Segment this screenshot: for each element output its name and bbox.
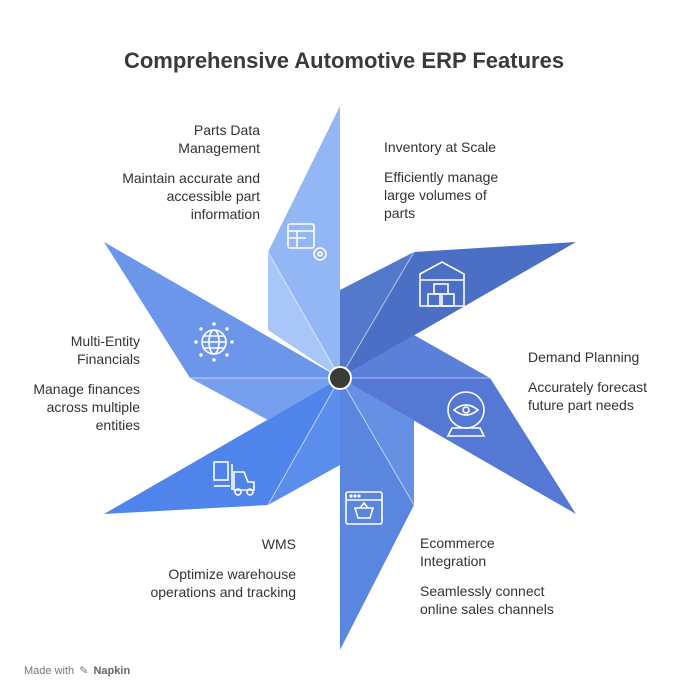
globe-icon — [194, 322, 234, 362]
feature-financials: Multi-Entity Financials Manage finances … — [20, 332, 140, 434]
feature-heading: Demand Planning — [528, 349, 640, 365]
forklift-icon — [213, 461, 255, 496]
blade-demand-fold — [340, 335, 490, 378]
feature-description: Efficiently manage large volumes of part… — [384, 169, 499, 221]
feature-description: Optimize warehouse operations and tracki… — [150, 566, 296, 600]
feature-heading: Ecommerce Integration — [420, 535, 495, 569]
napkin-logo-icon: ✎ — [79, 665, 89, 677]
feature-inventory: Inventory at Scale Efficiently manage la… — [384, 138, 514, 222]
blade-ecommerce — [340, 378, 414, 650]
blade-parts-data — [268, 106, 340, 378]
blade-financials-fold — [190, 378, 340, 420]
blade-dividers — [190, 251, 490, 506]
feature-description: Maintain accurate and accessible part in… — [122, 170, 260, 222]
feature-parts-data: Parts Data Management Maintain accurate … — [110, 121, 260, 223]
page-title: Comprehensive Automotive ERP Features — [123, 48, 565, 73]
footer-credit[interactable]: Made with ✎ Napkin — [24, 664, 130, 677]
feature-description: Accurately forecast future part needs — [528, 379, 648, 413]
feature-ecommerce: Ecommerce Integration Seamlessly connect… — [420, 534, 560, 618]
footer-brand: Napkin — [93, 665, 131, 677]
blade-financials — [104, 242, 340, 378]
browser-basket-icon — [345, 491, 383, 525]
feature-description: Manage finances across multiple entities — [33, 381, 140, 433]
feature-heading: Multi-Entity Financials — [70, 333, 140, 367]
feature-wms: WMS Optimize warehouse operations and tr… — [146, 535, 296, 601]
feature-heading: Parts Data Management — [178, 122, 260, 156]
crystal-ball-eye-icon — [446, 391, 486, 437]
feature-heading: WMS — [261, 536, 296, 552]
feature-heading: Inventory at Scale — [384, 139, 497, 155]
footer-prefix: Made with — [24, 665, 75, 677]
table-gear-icon — [287, 223, 327, 261]
center-hub — [328, 366, 352, 390]
feature-demand: Demand Planning Accurately forecast futu… — [528, 348, 668, 414]
feature-description: Seamlessly connect online sales channels — [420, 583, 554, 617]
warehouse-boxes-icon — [419, 261, 465, 307]
